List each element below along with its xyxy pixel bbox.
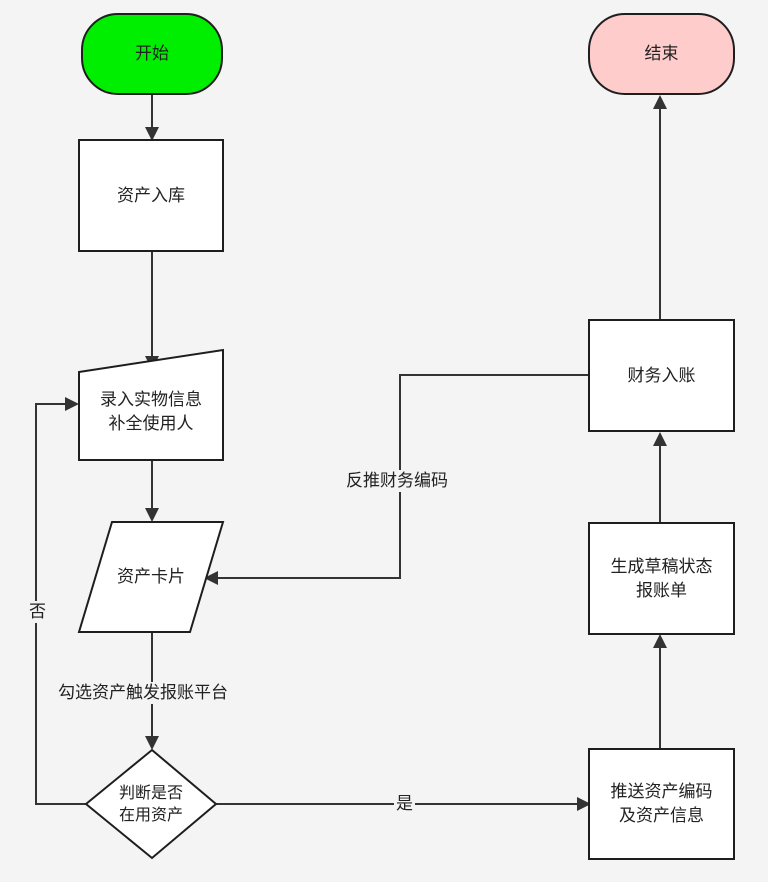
decision-node: [84, 748, 218, 860]
input-info-node: [78, 348, 224, 461]
edge-label-back-push: 反推财务编码: [344, 470, 450, 492]
draft-bill-node: [588, 522, 735, 635]
end-node: [588, 13, 735, 95]
push-info-node: [588, 748, 735, 860]
asset-card-node: [77, 521, 225, 633]
edge-label-no: 否: [27, 601, 48, 623]
asset-inbound-node: [78, 139, 224, 252]
finance-post-node: [588, 319, 735, 432]
edge-label-yes: 是: [394, 793, 415, 815]
start-node: [81, 13, 223, 95]
edge-label-select-trigger: 勾选资产触发报账平台: [56, 682, 230, 704]
